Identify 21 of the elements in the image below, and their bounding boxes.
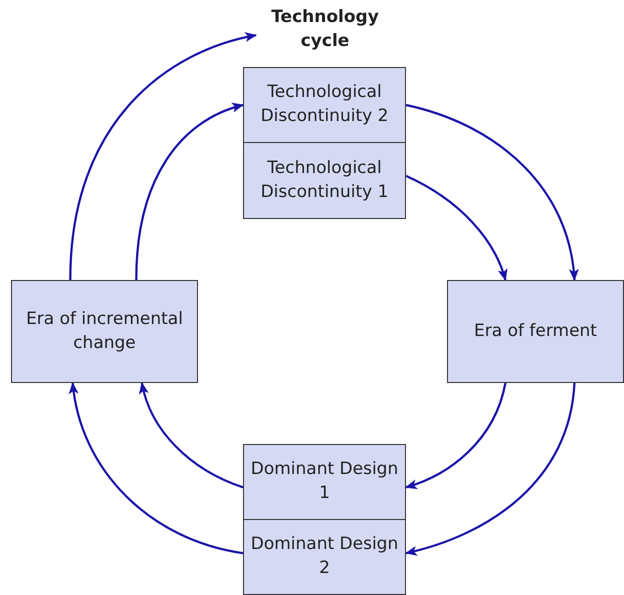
process-box: [243, 444, 406, 520]
box-label: Dominant Design 1: [250, 458, 399, 505]
heading: Technology cycle: [270, 6, 380, 53]
arrow: [69, 32, 257, 280]
arrow: [140, 382, 244, 488]
process-box: [243, 142, 406, 219]
process-box: [243, 67, 406, 143]
box-label: Technological Discontinuity 1: [260, 156, 390, 204]
arrow: [69, 382, 244, 554]
arrow: [405, 382, 506, 489]
process-box: [11, 280, 198, 383]
box-label: Technological Discontinuity 2: [260, 81, 390, 128]
arrow: [405, 382, 576, 556]
process-box: [243, 519, 406, 595]
box-label: Era of ferment: [474, 320, 597, 343]
box-label: Dominant Design 2: [250, 533, 399, 580]
arrow: [406, 174, 507, 281]
process-box: [447, 280, 624, 383]
arrow: [406, 104, 578, 281]
box-label: Era of incremental change: [25, 308, 184, 354]
arrow: [135, 103, 244, 280]
